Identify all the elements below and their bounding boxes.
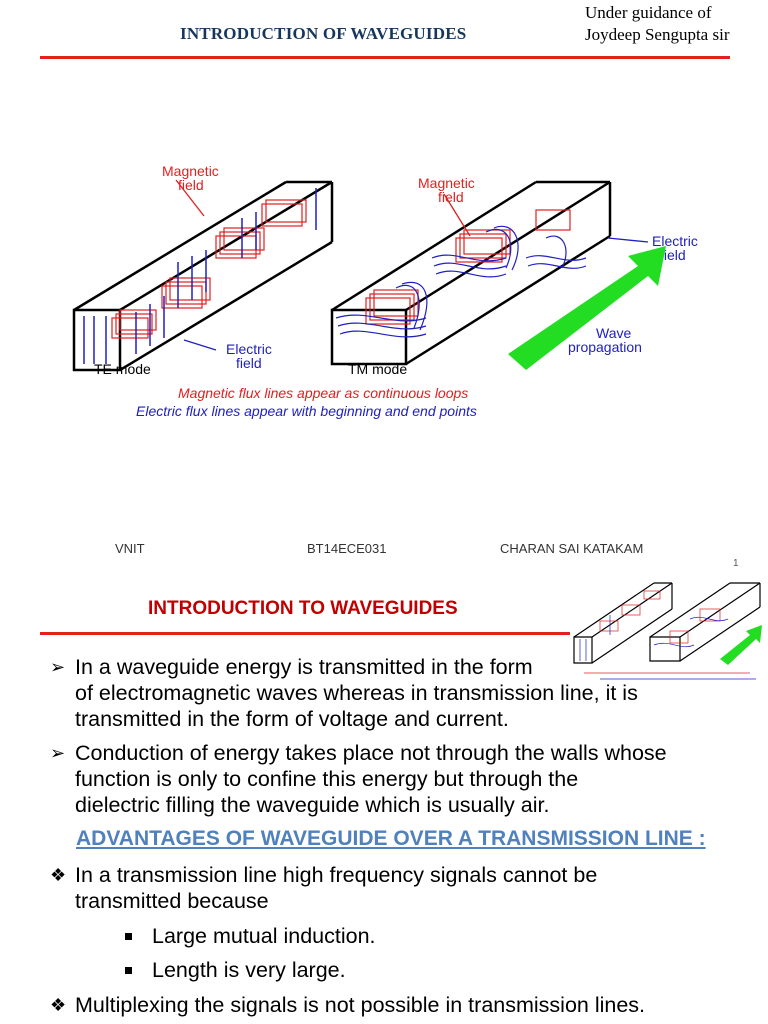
caption-magnetic: Magnetic flux lines appear as continuous… [178, 385, 468, 401]
slide1-title: INTRODUCTION OF WAVEGUIDES [180, 24, 467, 43]
adv-bullet-2-line-1: Multiplexing the signals is not possible… [75, 993, 646, 1017]
slide2-title: INTRODUCTION TO WAVEGUIDES [148, 598, 458, 619]
tm-electric-curves [335, 225, 587, 338]
wave-label: Wave [596, 325, 631, 341]
sub-bullet-2-text: Length is very large. [152, 958, 346, 982]
slide2-title-divider [40, 632, 570, 635]
bullet-arrow-icon: ➢ [50, 657, 66, 677]
tm-electric-label: Electric [652, 233, 698, 249]
te-magnetic-label-2: field [178, 177, 204, 193]
tm-electric-pointer [607, 237, 649, 243]
square-bullet-icon [125, 933, 132, 940]
tm-waveguide [330, 180, 612, 366]
te-waveguide [72, 180, 334, 372]
guidance-line-1: Under guidance of [585, 3, 712, 22]
sub-bullet-1-text: Large mutual induction. [152, 924, 376, 948]
diamond-bullet-icon: ❖ [50, 865, 67, 885]
tm-magnetic-label-2: field [438, 189, 464, 205]
waveguide-diagram: Magnetic field Electric field TE mode Ma… [66, 158, 730, 420]
advantages-heading: ADVANTAGES OF WAVEGUIDE OVER A TRANSMISS… [76, 827, 706, 850]
tm-magnetic-loops [365, 209, 571, 325]
te-electric-label-2: field [236, 355, 262, 371]
te-magnetic-pointer [175, 179, 205, 217]
tm-magnetic-pointer [443, 193, 471, 237]
wave-propagation-arrow [508, 246, 666, 370]
guidance-line-2: Joydeep Sengupta sir [585, 25, 730, 44]
footer-author: CHARAN SAI KATAKAM [500, 541, 644, 556]
guidance-note: Under guidance of Joydeep Sengupta sir [585, 2, 729, 46]
bullet-arrow-icon: ➢ [50, 743, 66, 763]
title-divider [40, 56, 730, 59]
bullet-2-line-1: Conduction of energy takes place not thr… [75, 741, 667, 765]
bullet-1-line-1: In a waveguide energy is transmitted in … [75, 655, 533, 679]
tm-mode-label: TM mode [348, 361, 407, 377]
tm-electric-label-2: field [660, 247, 686, 263]
caption-electric: Electric flux lines appear with beginnin… [136, 403, 477, 419]
waveguide-thumbnail [570, 575, 768, 683]
te-electric-pointer [183, 339, 217, 351]
footer-roll-number: BT14ECE031 [307, 541, 387, 556]
adv-bullet-1-line-2: transmitted because [75, 889, 269, 913]
square-bullet-icon [125, 967, 132, 974]
bullet-1-line-2: of electromagnetic waves whereas in tran… [75, 681, 638, 705]
bullet-1-line-3: transmitted in the form of voltage and c… [75, 707, 509, 731]
te-magnetic-label: Magnetic [162, 163, 219, 179]
bullet-2-line-3: dielectric filling the waveguide which i… [75, 793, 550, 817]
te-electric-lines [83, 188, 317, 364]
tm-magnetic-label: Magnetic [418, 175, 475, 191]
propagation-label: propagation [568, 339, 642, 355]
diamond-bullet-icon: ❖ [50, 995, 67, 1015]
te-electric-label: Electric [226, 341, 272, 357]
bullet-2-line-2: function is only to confine this energy … [75, 767, 579, 791]
footer-institute: VNIT [115, 541, 145, 556]
te-mode-label: TE mode [94, 361, 151, 377]
adv-bullet-1-line-1: In a transmission line high frequency si… [75, 863, 598, 887]
page-number: 1 [733, 558, 739, 569]
